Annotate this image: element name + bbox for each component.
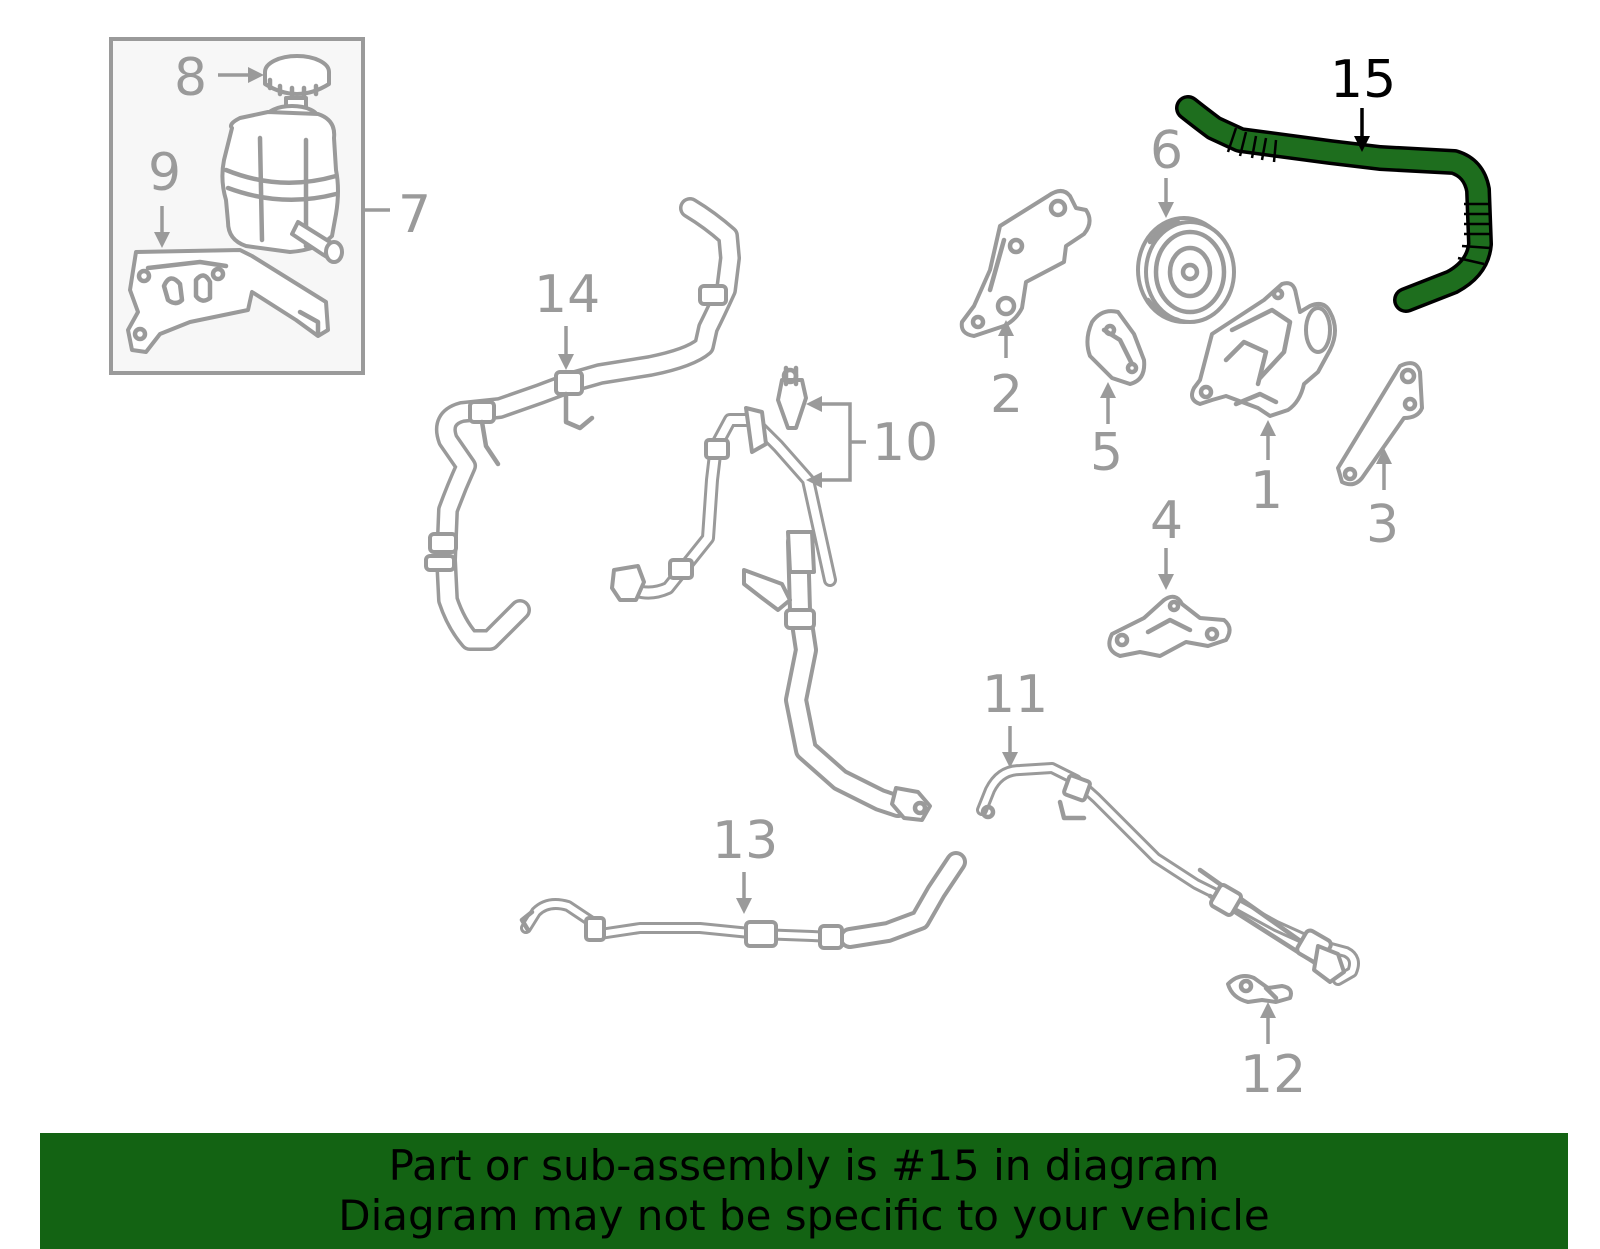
- callout-3[interactable]: 3: [1366, 448, 1399, 555]
- callout-11-label: 11: [982, 665, 1048, 725]
- callout-15[interactable]: 15: [1330, 50, 1396, 152]
- callout-7-label: 7: [398, 185, 431, 245]
- callout-15-label: 15: [1330, 50, 1396, 110]
- callout-9[interactable]: 9: [148, 143, 181, 248]
- callout-4[interactable]: 4: [1150, 491, 1183, 590]
- pressure-hose-part-10[interactable]: [610, 365, 932, 822]
- callout-7[interactable]: 7: [363, 185, 431, 245]
- callout-10[interactable]: 10: [806, 396, 938, 488]
- callout-12-label: 12: [1240, 1045, 1306, 1105]
- callout-12[interactable]: 12: [1240, 1002, 1306, 1105]
- callout-2-label: 2: [990, 365, 1023, 425]
- callout-14[interactable]: 14: [534, 265, 600, 370]
- callout-2[interactable]: 2: [990, 320, 1023, 425]
- callout-8-label: 8: [174, 48, 207, 108]
- pump-bracket-part-2[interactable]: [959, 189, 1092, 338]
- callout-5-label: 5: [1090, 423, 1123, 483]
- callout-6-label: 6: [1150, 121, 1183, 181]
- info-banner: Part or sub-assembly is #15 in diagram D…: [40, 1133, 1568, 1249]
- power-steering-pump-part-1[interactable]: [1190, 281, 1337, 418]
- bracket-part-4[interactable]: [1107, 594, 1232, 658]
- return-tube-part-13[interactable]: [519, 851, 967, 950]
- callout-1[interactable]: 1: [1250, 420, 1283, 521]
- plate-part-5[interactable]: [1085, 309, 1147, 386]
- pulley-part-6[interactable]: [1136, 216, 1236, 324]
- callout-3-label: 3: [1366, 495, 1399, 555]
- callout-11[interactable]: 11: [982, 665, 1048, 768]
- reservoir-assembly-inset[interactable]: 8 9: [109, 37, 365, 375]
- callout-4-label: 4: [1150, 491, 1183, 551]
- banner-line-1: Part or sub-assembly is #15 in diagram: [388, 1141, 1220, 1190]
- banner-line-2: Diagram may not be specific to your vehi…: [338, 1191, 1270, 1240]
- callout-5[interactable]: 5: [1090, 382, 1123, 483]
- callout-13[interactable]: 13: [712, 811, 778, 914]
- pressure-hose-part-14[interactable]: [424, 197, 741, 651]
- reservoir-bracket-part[interactable]: [126, 248, 330, 354]
- callout-9-label: 9: [148, 143, 181, 203]
- callout-8[interactable]: 8: [174, 48, 264, 108]
- reservoir-tank-part[interactable]: [220, 104, 344, 264]
- highlighted-hose-part-15[interactable]: [1175, 95, 1493, 313]
- clamp-part-12[interactable]: [1226, 974, 1293, 1004]
- callout-13-label: 13: [712, 811, 778, 871]
- return-tube-part-11[interactable]: [976, 762, 1360, 986]
- callout-14-label: 14: [534, 265, 600, 325]
- pump-bracket-part-3[interactable]: [1336, 361, 1424, 487]
- callout-10-label: 10: [872, 413, 938, 473]
- callout-6[interactable]: 6: [1150, 121, 1183, 218]
- callout-1-label: 1: [1250, 461, 1283, 521]
